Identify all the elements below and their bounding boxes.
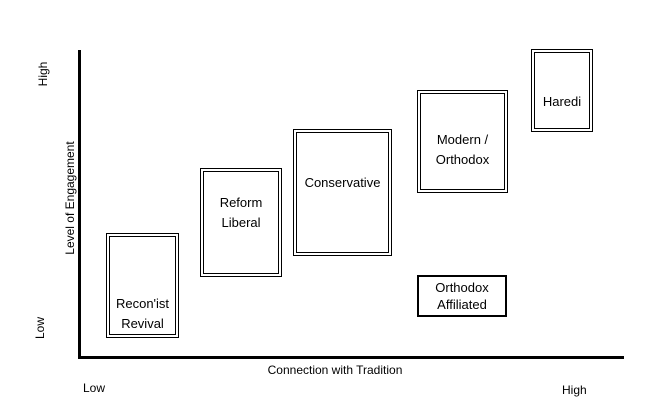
x-axis-low-label: Low xyxy=(83,381,106,395)
box-label-line1: Orthodox xyxy=(435,280,489,295)
box-modern-orthodox: Modern / Orthodox xyxy=(417,90,508,193)
x-axis-high-label: High xyxy=(562,383,587,397)
box-label: Orthodox Affiliated xyxy=(419,277,505,315)
box-label-line1: Reform xyxy=(219,194,263,210)
box-frame: Haredi xyxy=(534,52,590,129)
box-frame: Orthodox Affiliated xyxy=(419,277,505,315)
box-haredi: Haredi xyxy=(531,49,593,132)
box-label-line1: Recon'ist xyxy=(115,296,170,311)
box-reform-liberal: Reform Liberal xyxy=(200,168,282,277)
x-axis-title: Connection with Tradition xyxy=(267,363,403,377)
box-frame: Recon'ist Revival xyxy=(109,236,176,335)
box-label: Modern / Orthodox xyxy=(421,102,504,197)
box-reconist-revival: Recon'ist Revival xyxy=(106,233,179,338)
box-label: Reform Liberal xyxy=(204,162,278,263)
y-axis-title: Level of Engagement xyxy=(63,141,77,255)
box-orthodox-affiliated: Orthodox Affiliated xyxy=(417,275,507,317)
box-conservative: Conservative xyxy=(293,129,392,256)
box-label-line2: Liberal xyxy=(221,214,261,230)
box-label-line1: Haredi xyxy=(542,93,582,109)
y-axis-high-label: High xyxy=(36,61,50,87)
box-label: Conservative xyxy=(297,123,388,242)
box-label-line1: Conservative xyxy=(304,174,381,190)
box-label: Recon'ist Revival xyxy=(110,237,175,334)
box-label-line1: Modern / xyxy=(436,131,489,147)
y-axis-low-label: Low xyxy=(33,317,47,340)
box-frame: Reform Liberal xyxy=(203,171,279,274)
box-label-line2: Revival xyxy=(121,316,164,331)
box-frame: Modern / Orthodox xyxy=(420,93,505,190)
box-label-line2: Affiliated xyxy=(437,297,487,312)
y-axis-line xyxy=(78,50,81,359)
box-label: Haredi xyxy=(535,64,589,139)
box-label-line2: Orthodox xyxy=(435,151,490,167)
x-axis-line xyxy=(78,356,624,359)
box-frame: Conservative xyxy=(296,132,389,253)
